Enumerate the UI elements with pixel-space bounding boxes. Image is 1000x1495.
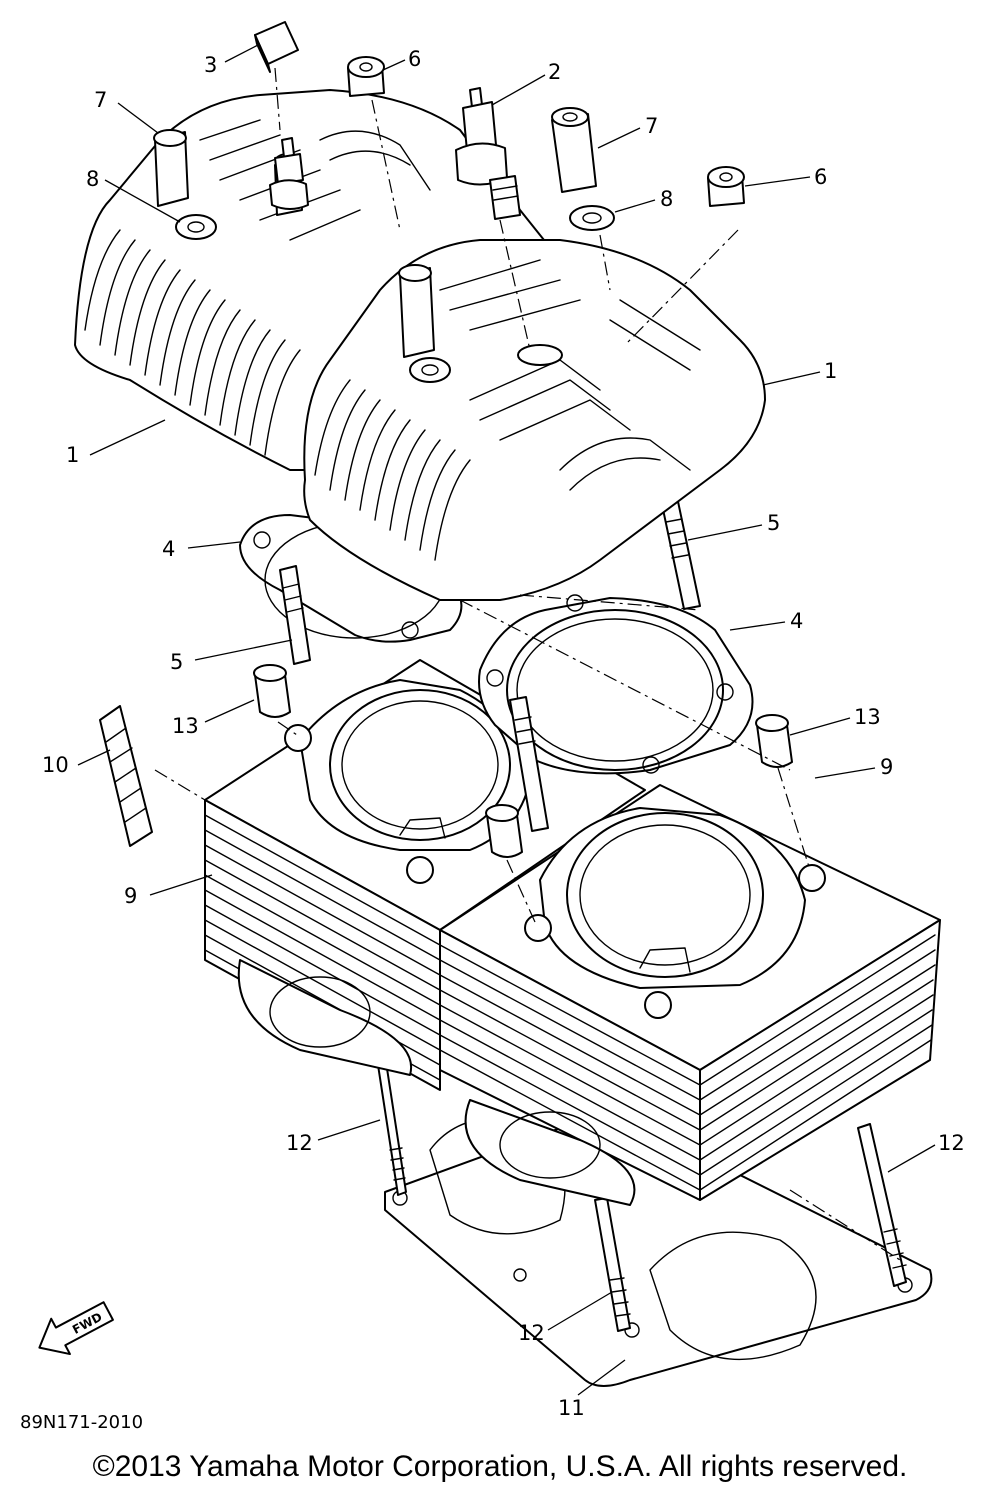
callout-4: 4 [790,609,803,633]
center-lines [154,67,901,1261]
diagram-code: 89N171-2010 [20,1412,143,1433]
callout-1: 1 [824,359,837,383]
callout-13: 13 [172,714,199,738]
cylinder-right [439,784,941,1206]
callout-labels: 3 6 2 7 7 8 8 6 1 1 5 4 4 5 13 13 10 9 9… [42,47,965,1420]
cylinder-stud [377,1061,907,1332]
callout-6: 6 [814,165,827,189]
collar-spacer [551,107,597,193]
callout-12: 12 [286,1131,313,1155]
callout-3: 3 [204,53,217,77]
callout-12: 12 [518,1321,545,1345]
dowel-pin-set [99,705,153,847]
spark-plug [269,87,521,220]
cap-bolt [253,664,793,858]
callout-9: 9 [880,755,893,779]
callout-6: 6 [408,47,421,71]
callout-13: 13 [854,705,881,729]
flange-nut [347,56,745,207]
callout-1: 1 [66,443,79,467]
head-gasket-right [478,594,754,775]
cylinder-head-right [303,239,766,601]
callout-5: 5 [767,511,780,535]
callout-4: 4 [162,537,175,561]
callout-9: 9 [124,884,137,908]
callout-8: 8 [86,167,99,191]
callout-8: 8 [660,187,673,211]
plug-cap [254,21,299,73]
leader-lines [77,44,936,1396]
callout-2: 2 [548,60,561,84]
callout-12: 12 [938,1131,965,1155]
plain-washer [569,205,615,231]
callout-7: 7 [94,88,107,112]
callout-10: 10 [42,753,69,777]
callout-11: 11 [558,1396,585,1420]
copyright-notice: ©2013 Yamaha Motor Corporation, U.S.A. A… [92,1450,908,1483]
fwd-arrow: FWD [38,1301,114,1356]
callout-7: 7 [645,114,658,138]
head-stud [279,491,701,832]
callout-5: 5 [170,650,183,674]
